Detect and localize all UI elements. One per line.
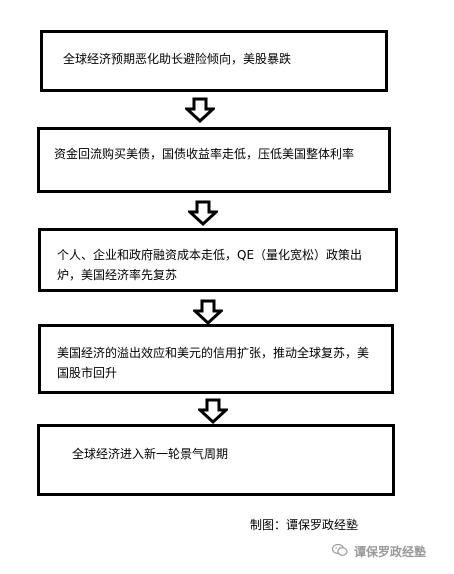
flow-step-3: 个人、企业和政府融资成本走低，QE（量化宽松）政策出炉，美国经济率先复苏 bbox=[38, 228, 398, 292]
flow-step-5: 全球经济进入新一轮景气周期 bbox=[37, 424, 395, 496]
watermark-text: 谭保罗政经塾 bbox=[354, 545, 427, 559]
down-arrow-icon bbox=[198, 398, 228, 424]
flow-step-5-text: 全球经济进入新一轮景气周期 bbox=[72, 447, 229, 461]
flow-step-3-text: 个人、企业和政府融资成本走低，QE（量化宽松）政策出炉，美国经济率先复苏 bbox=[57, 248, 363, 282]
down-arrow-icon bbox=[188, 200, 218, 226]
flow-step-4-text: 美国经济的溢出效应和美元的信用扩张，推动全球复苏，美国股市回升 bbox=[57, 346, 370, 380]
flow-step-1: 全球经济预期恶化助长避险倾向，美股暴跌 bbox=[40, 30, 388, 92]
watermark: 谭保罗政经塾 bbox=[331, 543, 427, 560]
flow-step-4: 美国经济的溢出效应和美元的信用扩张，推动全球复苏，美国股市回升 bbox=[38, 324, 394, 394]
flow-step-1-text: 全球经济预期恶化助长避险倾向，美股暴跌 bbox=[63, 52, 292, 66]
down-arrow-icon bbox=[185, 97, 215, 123]
chart-credit: 制图：谭保罗政经塾 bbox=[250, 518, 359, 532]
flow-step-2: 资金回流购买美债，国债收益率走低，压低美国整体利率 bbox=[37, 127, 391, 193]
down-arrow-icon bbox=[193, 299, 223, 325]
flow-step-2-text: 资金回流购买美债，国债收益率走低，压低美国整体利率 bbox=[54, 147, 355, 161]
wechat-icon bbox=[331, 543, 348, 560]
